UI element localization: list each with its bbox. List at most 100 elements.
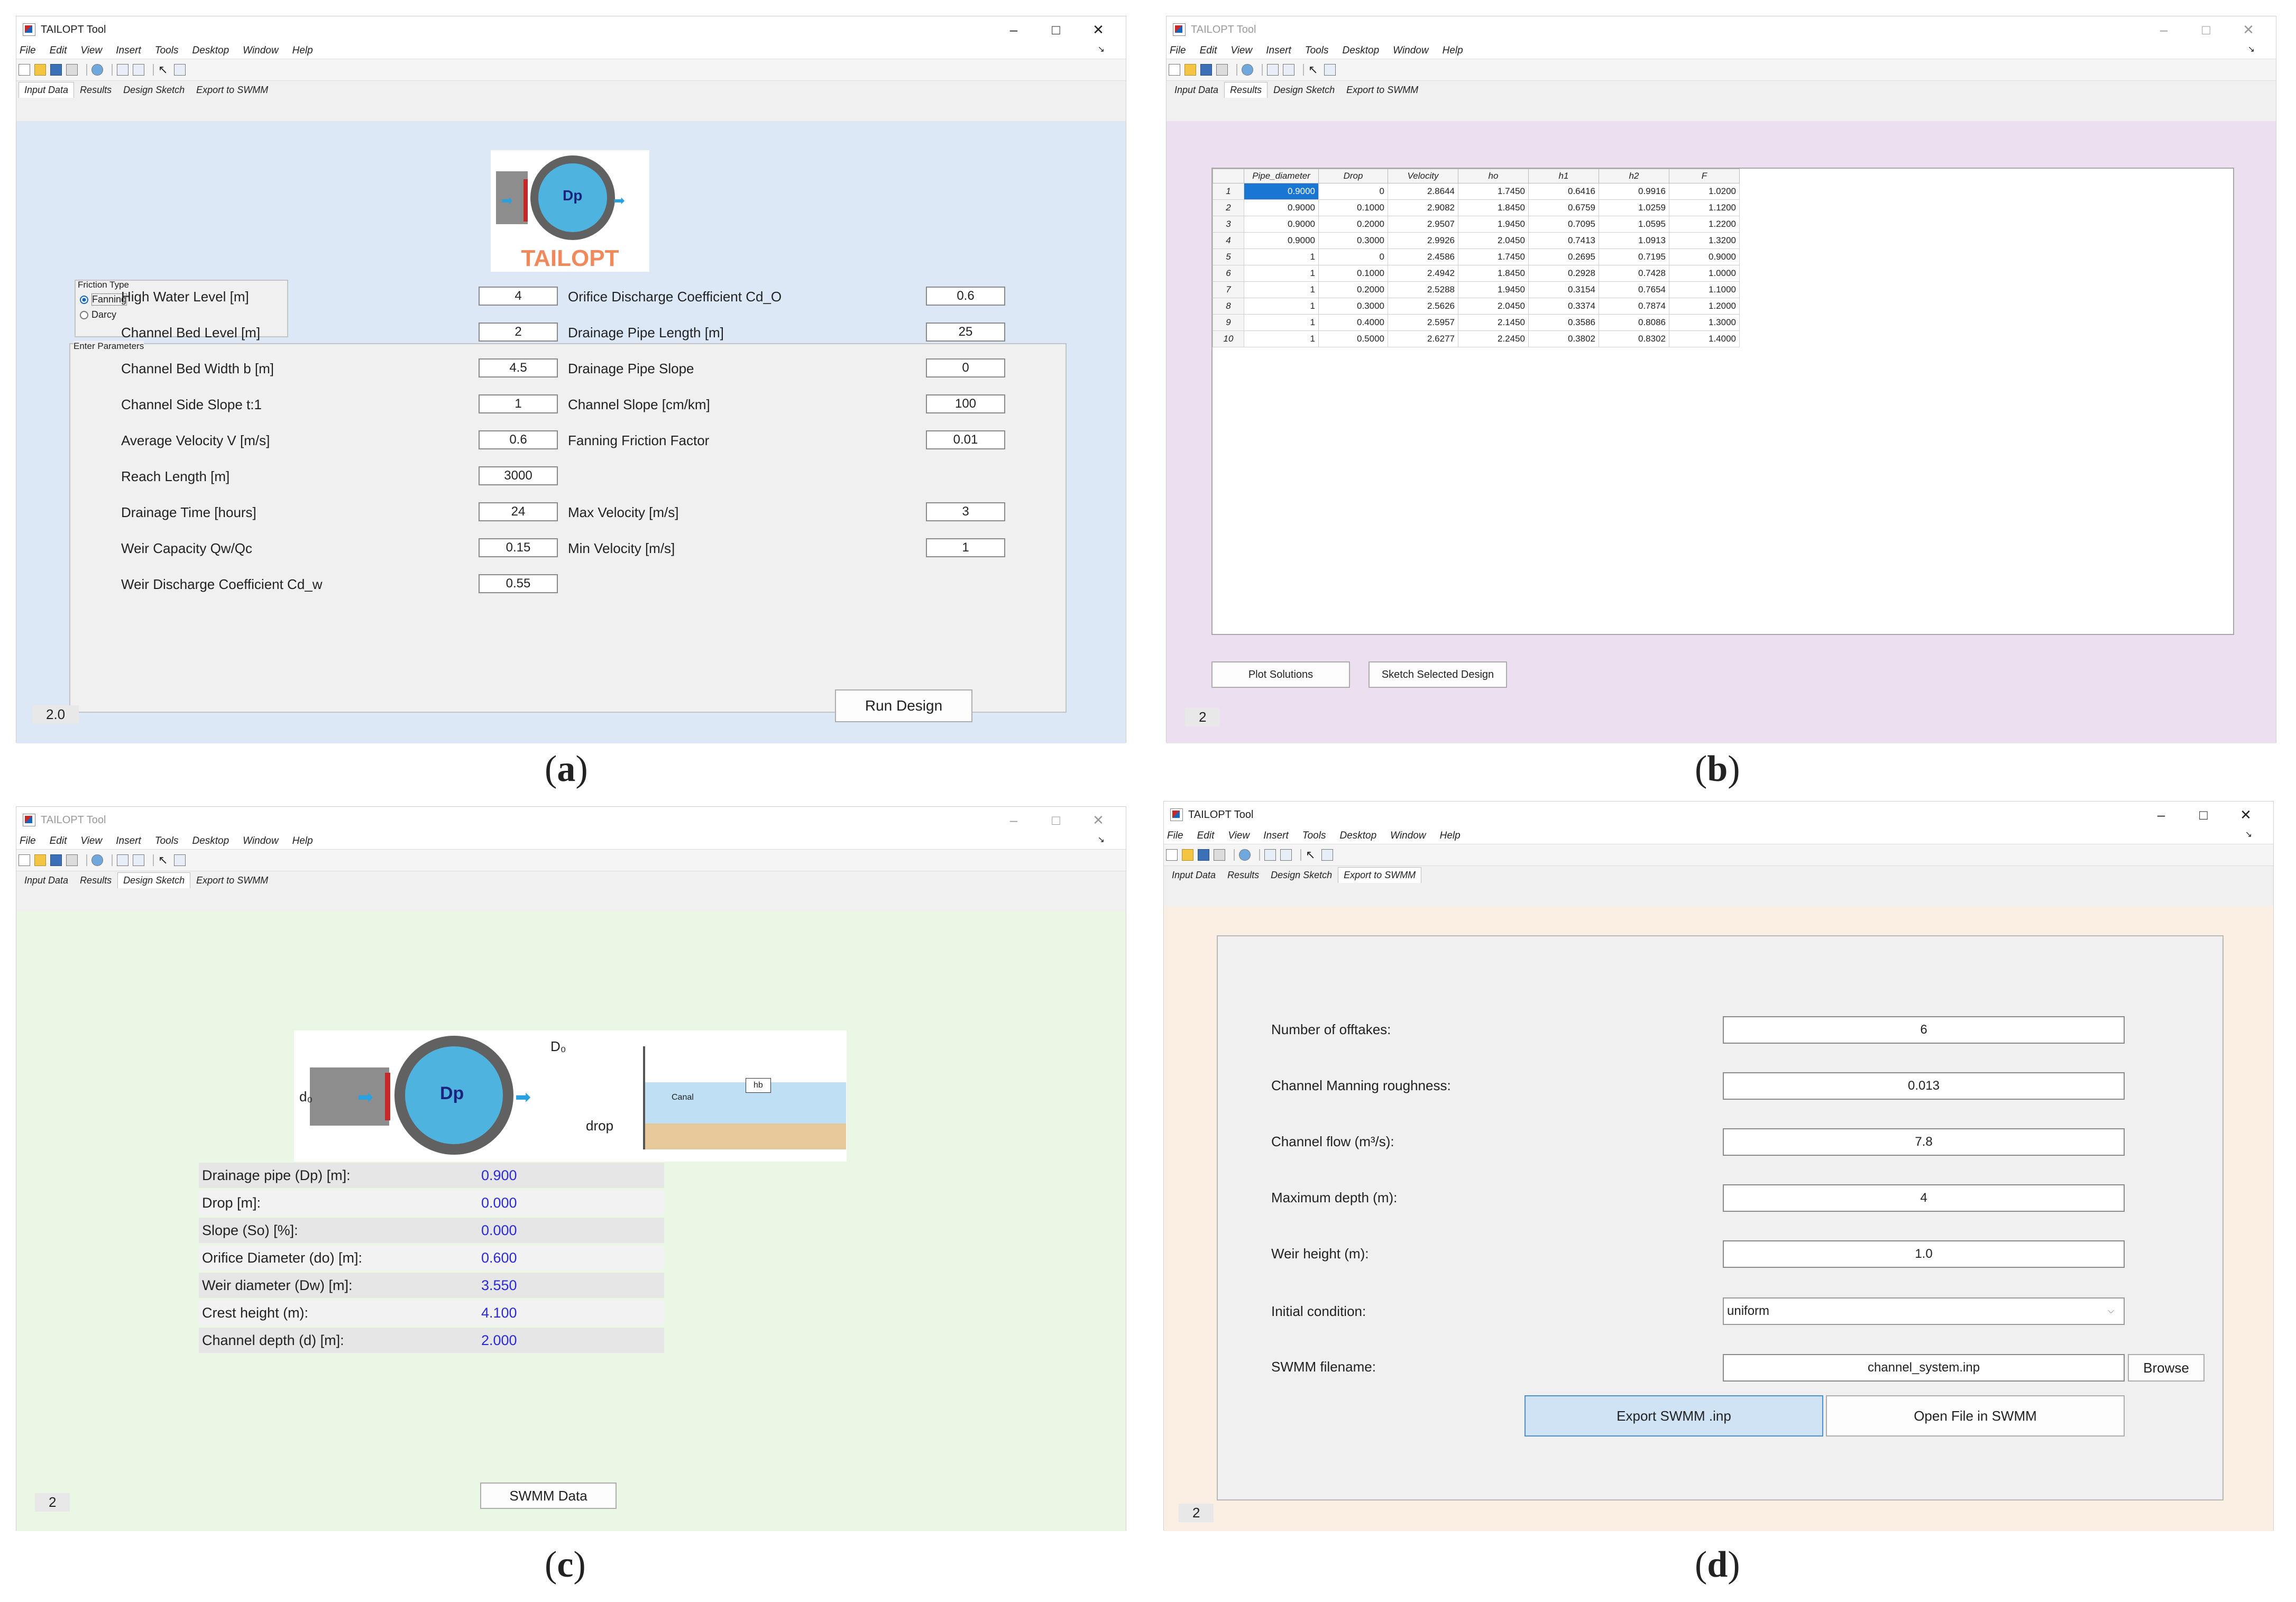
menu-insert[interactable]: Insert	[116, 835, 141, 846]
tab-export-to-swmm[interactable]: Export to SWMM	[1338, 867, 1422, 883]
new-file-icon[interactable]	[1169, 64, 1180, 76]
table-cell[interactable]: 1.9450	[1458, 216, 1529, 233]
menu-edit[interactable]: Edit	[49, 835, 67, 846]
export-field-input[interactable]: 1.0	[1723, 1240, 2125, 1268]
tab-results[interactable]: Results	[80, 875, 112, 886]
table-cell[interactable]: 1.1200	[1669, 199, 1740, 216]
pointer-icon[interactable]: ↖	[158, 63, 168, 76]
table-cell[interactable]: 0.9000	[1244, 232, 1319, 249]
table-cell[interactable]: 0.7874	[1599, 298, 1669, 315]
menu-file[interactable]: File	[20, 45, 36, 56]
menu-desktop[interactable]: Desktop	[192, 45, 229, 56]
param-input[interactable]: 25	[926, 323, 1005, 342]
table-cell[interactable]: 1.7450	[1458, 248, 1529, 265]
column-header[interactable]: F	[1669, 169, 1740, 183]
menu-edit[interactable]: Edit	[1199, 45, 1217, 56]
param-input[interactable]: 3000	[479, 466, 558, 485]
tab-design-sketch[interactable]: Design Sketch	[1273, 85, 1335, 95]
table-cell[interactable]: 0.6759	[1528, 199, 1599, 216]
menu-view[interactable]: View	[80, 835, 103, 846]
table-cell[interactable]: 0.8302	[1599, 330, 1669, 347]
menu-window[interactable]: Window	[243, 835, 279, 846]
property-editor-icon[interactable]	[1321, 849, 1333, 861]
menu-file[interactable]: File	[1167, 830, 1183, 841]
table-cell[interactable]: 1	[1244, 265, 1319, 282]
table-cell[interactable]: 0.9000	[1669, 248, 1740, 265]
pointer-icon[interactable]: ↖	[1308, 63, 1318, 76]
print-icon[interactable]	[66, 64, 78, 76]
menu-tools[interactable]: Tools	[1302, 830, 1326, 841]
link-plot-icon[interactable]	[91, 854, 103, 866]
menu-desktop[interactable]: Desktop	[192, 835, 229, 846]
column-header[interactable]: Pipe_diameter	[1244, 169, 1319, 183]
dock-arrow-icon[interactable]: ↘	[2247, 45, 2255, 54]
menu-help[interactable]: Help	[1442, 45, 1463, 56]
param-input[interactable]: 4.5	[479, 358, 558, 378]
table-cell[interactable]: 2.5288	[1388, 281, 1458, 298]
property-editor-icon[interactable]	[1324, 64, 1336, 76]
export-field-input[interactable]: 6	[1723, 1016, 2125, 1044]
table-cell[interactable]: 1	[1244, 248, 1319, 265]
minimize-button[interactable]: –	[1009, 812, 1018, 828]
param-input[interactable]: 2	[479, 323, 558, 342]
table-cell[interactable]: 0.9000	[1244, 216, 1319, 233]
table-cell[interactable]: 1.0595	[1599, 216, 1669, 233]
table-cell[interactable]: 0.2000	[1318, 281, 1388, 298]
menu-tools[interactable]: Tools	[154, 45, 179, 56]
menu-insert[interactable]: Insert	[1266, 45, 1291, 56]
tab-input-data[interactable]: Input Data	[1174, 85, 1219, 95]
table-cell[interactable]: 1	[1244, 330, 1319, 347]
minimize-button[interactable]: –	[2157, 806, 2165, 823]
param-input[interactable]: 1	[926, 538, 1005, 557]
maximize-button[interactable]: □	[1052, 812, 1060, 828]
menu-window[interactable]: Window	[1390, 830, 1426, 841]
save-icon[interactable]	[50, 64, 62, 76]
table-cell[interactable]: 1.8450	[1458, 199, 1529, 216]
new-file-icon[interactable]	[19, 854, 30, 866]
column-header[interactable]: h2	[1599, 169, 1669, 183]
table-cell[interactable]: 2.5957	[1388, 314, 1458, 331]
param-input[interactable]: 0.55	[479, 574, 558, 593]
minimize-button[interactable]: –	[1009, 21, 1018, 38]
menu-help[interactable]: Help	[292, 835, 313, 846]
table-cell[interactable]: 0.4000	[1318, 314, 1388, 331]
dock-arrow-icon[interactable]: ↘	[1097, 835, 1105, 844]
param-input[interactable]: 0.01	[926, 430, 1005, 449]
table-cell[interactable]: 1.0000	[1669, 265, 1740, 282]
tab-results[interactable]: Results	[1224, 82, 1268, 98]
run-design-button[interactable]: Run Design	[835, 689, 972, 722]
table-cell[interactable]: 1.4000	[1669, 330, 1740, 347]
browse-button[interactable]: Browse	[2128, 1354, 2205, 1382]
tab-input-data[interactable]: Input Data	[19, 82, 75, 98]
close-button[interactable]: ✕	[2240, 806, 2252, 823]
table-cell[interactable]: 2.9926	[1388, 232, 1458, 249]
tab-export-to-swmm[interactable]: Export to SWMM	[196, 875, 269, 886]
radio-fanning[interactable]: Fanning	[80, 293, 127, 306]
menu-edit[interactable]: Edit	[1197, 830, 1215, 841]
table-cell[interactable]: 2.0450	[1458, 298, 1529, 315]
table-cell[interactable]: 0.3374	[1528, 298, 1599, 315]
sketch-selected-design-button[interactable]: Sketch Selected Design	[1369, 661, 1507, 688]
table-cell[interactable]: 1.7450	[1458, 183, 1529, 200]
tab-results[interactable]: Results	[80, 85, 112, 95]
table-cell[interactable]: 0.7428	[1599, 265, 1669, 282]
export-field-input[interactable]: 7.8	[1723, 1128, 2125, 1156]
table-cell[interactable]: 0.1000	[1318, 199, 1388, 216]
menu-insert[interactable]: Insert	[1263, 830, 1289, 841]
close-button[interactable]: ✕	[1092, 21, 1104, 38]
menu-view[interactable]: View	[80, 45, 103, 56]
menu-view[interactable]: View	[1228, 830, 1250, 841]
column-header[interactable]: h1	[1528, 169, 1599, 183]
table-cell[interactable]: 0.3154	[1528, 281, 1599, 298]
new-file-icon[interactable]	[1166, 849, 1178, 861]
param-input[interactable]: 24	[479, 502, 558, 521]
table-cell[interactable]: 1.0913	[1599, 232, 1669, 249]
table-cell[interactable]: 0.7654	[1599, 281, 1669, 298]
print-icon[interactable]	[66, 854, 78, 866]
dock-arrow-icon[interactable]: ↘	[1097, 45, 1105, 54]
table-cell[interactable]: 2.0450	[1458, 232, 1529, 249]
